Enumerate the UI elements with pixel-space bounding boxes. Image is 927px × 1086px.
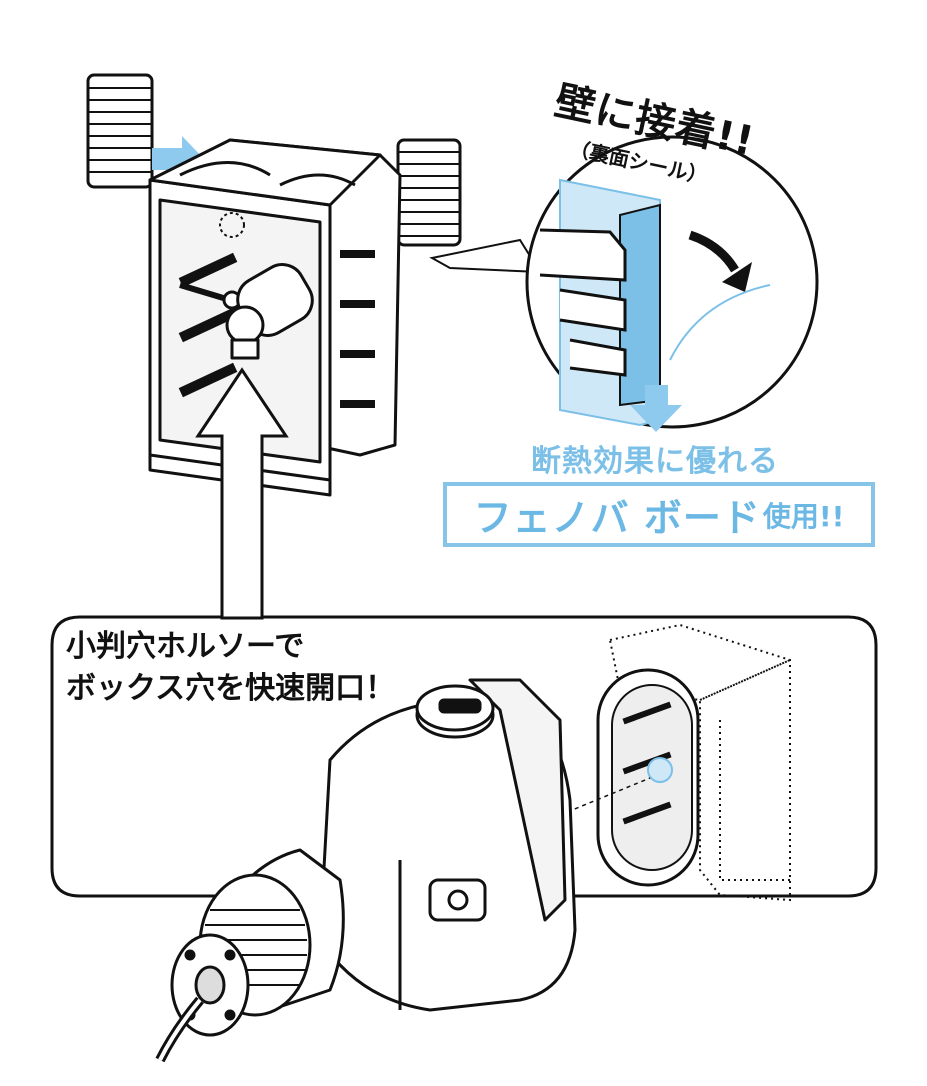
- corrugated-pipe-left: [86, 73, 154, 189]
- outlet-box: [148, 138, 402, 497]
- board-suffix: 使用!!: [762, 499, 845, 533]
- zoom-callout: [429, 135, 819, 432]
- insulation-label: 断熱効果に優れる: [531, 444, 779, 479]
- board-name: フェノバ ボード: [473, 496, 761, 540]
- holesaw-line-1: 小判穴ホルソーで: [66, 629, 305, 664]
- board-label-box: フェノバ ボード 使用!!: [443, 482, 875, 547]
- oval-hole: [559, 668, 700, 887]
- up-arrow-icon: [195, 367, 289, 620]
- down-arrow-icon: [630, 385, 682, 432]
- holesaw-line-2: ボックス穴を快速開口！: [66, 671, 396, 706]
- hole-saw-tool: [155, 678, 577, 1063]
- clamp-part: [225, 263, 314, 360]
- holesaw-label: 小判穴ホルソーで ボックス穴を快速開口！: [66, 626, 466, 710]
- corrugated-pipe-right: [396, 138, 462, 247]
